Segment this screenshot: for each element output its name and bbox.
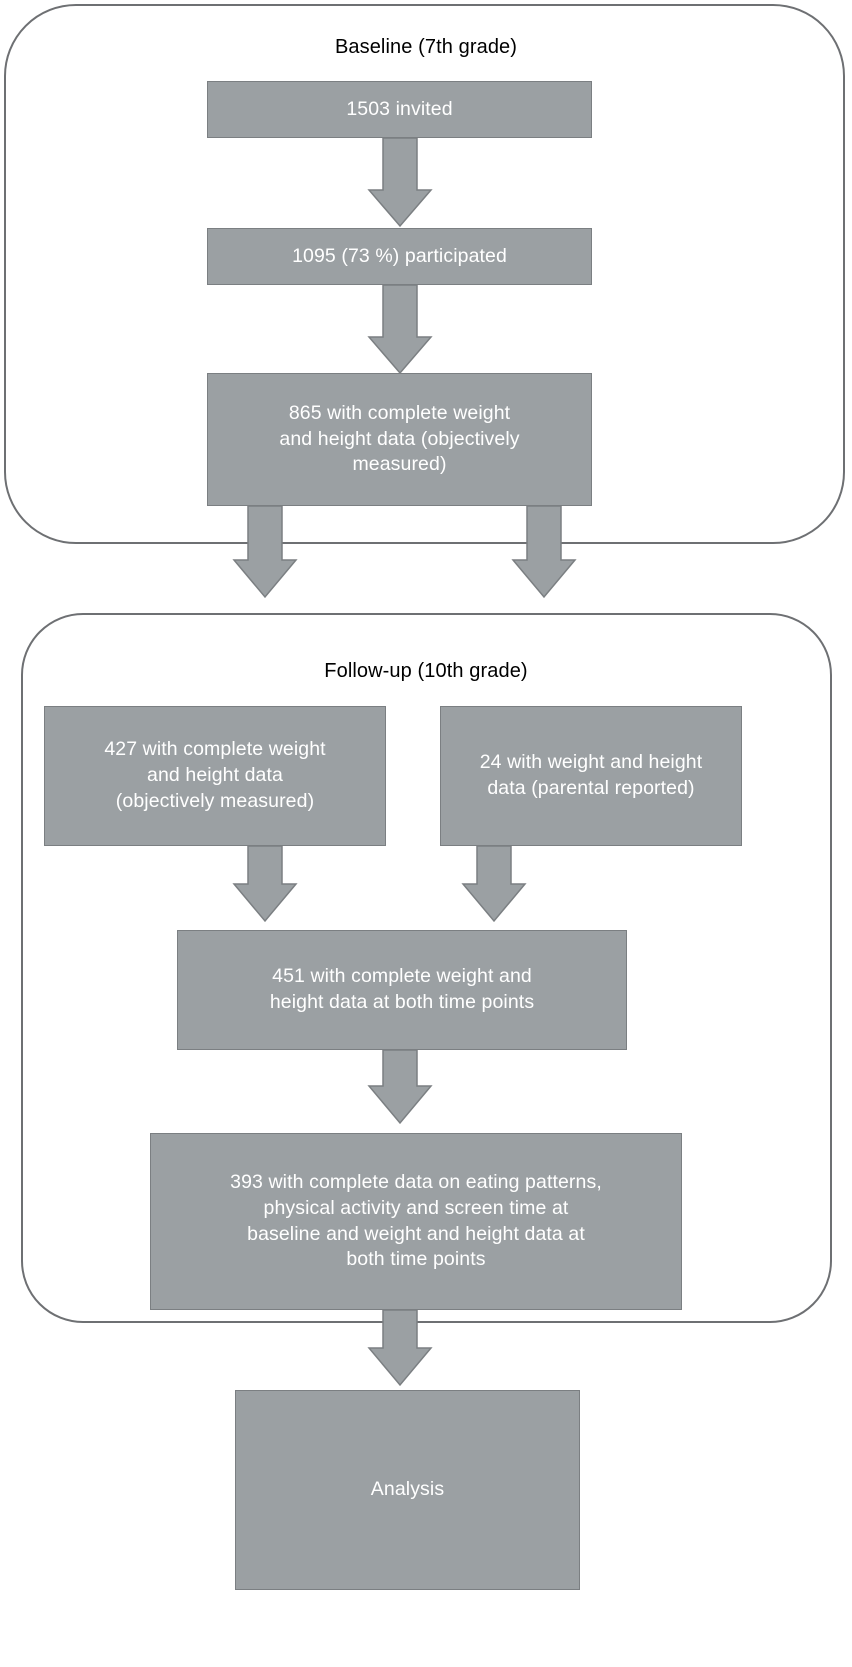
node-analysis-label: Analysis (370, 1478, 445, 1501)
node-complete-data[interactable]: 393 with complete data on eating pattern… (150, 1133, 682, 1310)
node-participated[interactable]: 1095 (73 %) participated (207, 228, 592, 285)
node-invited-label: 1503 invited (346, 97, 453, 120)
node-both-time-points-label: 451 with complete weight and height data… (269, 965, 535, 1013)
node-followup-objective[interactable]: 427 with complete weight and height data… (44, 706, 386, 846)
node-baseline-complete[interactable]: 865 with complete weight and height data… (207, 373, 592, 506)
group-title-followup: Follow-up (10th grade) (324, 660, 528, 682)
node-analysis[interactable]: Analysis (235, 1390, 580, 1590)
group-title-baseline: Baseline (7th grade) (334, 36, 518, 58)
node-baseline-complete-label: 865 with complete weight and height data… (279, 401, 520, 476)
node-followup-parental-label: 24 with weight and height data (parental… (479, 751, 703, 799)
node-complete-data-label: 393 with complete data on eating pattern… (230, 1171, 602, 1271)
node-participated-label: 1095 (73 %) participated (292, 244, 507, 267)
node-invited[interactable]: 1503 invited (207, 81, 592, 138)
node-followup-parental[interactable]: 24 with weight and height data (parental… (440, 706, 742, 846)
node-followup-objective-label: 427 with complete weight and height data… (104, 738, 326, 812)
group-frame-baseline (4, 4, 845, 544)
node-both-time-points[interactable]: 451 with complete weight and height data… (177, 930, 627, 1050)
